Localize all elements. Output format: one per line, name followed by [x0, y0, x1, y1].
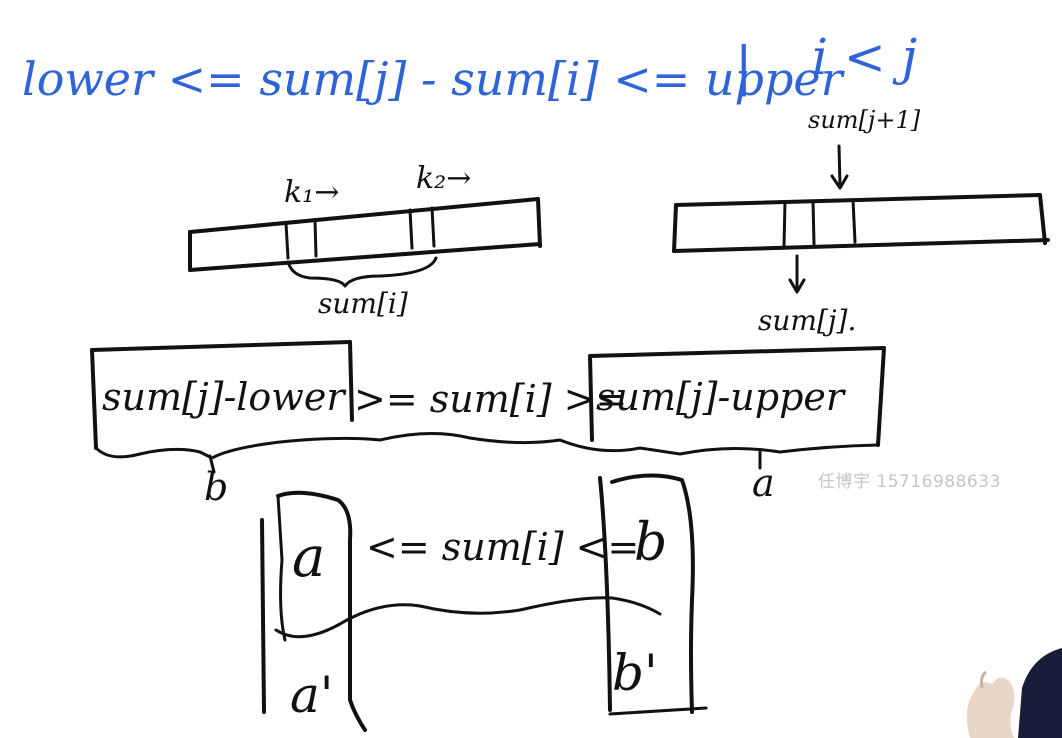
right-top-label: sum[j+1] [808, 106, 921, 134]
middle-brace-b: b [204, 465, 228, 509]
header-separator: | [735, 37, 753, 97]
middle-left-boxed: sum[j]-lower [102, 375, 347, 419]
header-inequality: lower <= sum[j] - sum[i] <= upper [22, 52, 846, 106]
right-array: sum[j+1] sum[j]. [672, 106, 1050, 337]
bottom-block: a <= sum[i] <= b a' b' [260, 473, 708, 732]
middle-inequality: sum[j]-lower >= sum[i] >= sum[j]-upper b… [90, 340, 886, 509]
middle-brace-a: a [752, 461, 775, 505]
blue-header: lower <= sum[j] - sum[i] <= upper | i < … [22, 28, 917, 106]
left-brace-label: sum[i] [318, 287, 408, 320]
presenter-hand-image [966, 648, 1062, 738]
bottom-right-bottom: b' [612, 644, 658, 702]
left-array: k₁→ k₂→ sum[i] [188, 161, 542, 320]
right-bottom-label: sum[j]. [758, 304, 856, 337]
middle-right-boxed: sum[j]-upper [596, 375, 847, 419]
bottom-left-top: a [292, 525, 325, 590]
header-condition: i < j [812, 28, 917, 86]
pointer-k1: k₁→ [284, 175, 339, 210]
pointer-k2: k₂→ [416, 161, 471, 196]
left-brace [286, 256, 438, 288]
middle-center: >= sum[i] >= [354, 377, 627, 421]
down-arrow-bottom [788, 254, 806, 294]
bottom-middle: <= sum[i] <= [366, 525, 639, 569]
watermark: 任博宇 15716988633 [818, 472, 1001, 492]
bottom-right-top: b [634, 513, 667, 573]
bottom-left-bottom: a' [290, 666, 334, 724]
down-arrow-top [830, 144, 849, 190]
